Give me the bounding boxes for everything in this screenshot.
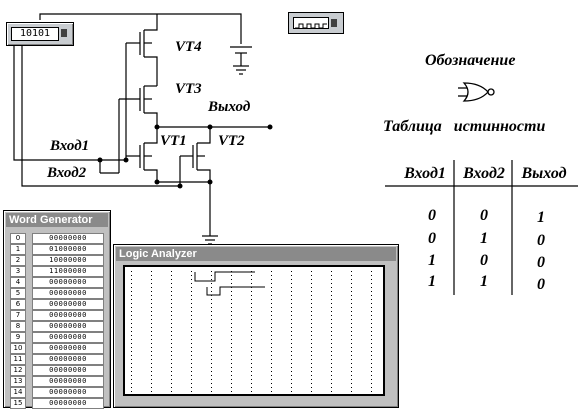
word-generator-row-value[interactable]: 00000000	[32, 376, 104, 387]
word-generator-row-value[interactable]: 00000000	[32, 365, 104, 376]
truth-table-cell: 1	[480, 273, 488, 290]
word-generator-row-index: 5	[10, 288, 26, 299]
word-generator-row-value[interactable]: 00000000	[32, 310, 104, 321]
word-generator-row-value[interactable]: 00000000	[32, 354, 104, 365]
word-generator-titlebar[interactable]: Word Generator	[6, 213, 108, 227]
word-generator-row[interactable]: 12 00000000	[10, 365, 106, 376]
word-generator-row[interactable]: 11 00000000	[10, 354, 106, 365]
logic-analyzer-window[interactable]: Logic Analyzer	[113, 244, 399, 408]
word-generator-row-index: 11	[10, 354, 26, 365]
symbol-heading: Обозначение	[425, 52, 516, 69]
logic-analyzer-device[interactable]	[288, 12, 344, 34]
word-generator-row-value[interactable]: 00000000	[32, 288, 104, 299]
wire-supply-top	[39, 13, 242, 44]
word-generator-row-value[interactable]: 01000000	[32, 244, 104, 255]
label-vt4: VT4	[175, 39, 202, 55]
word-generator-row-index: 14	[10, 387, 26, 398]
word-generator-row-index: 10	[10, 343, 26, 354]
word-generator-row-value[interactable]: 00000000	[32, 387, 104, 398]
word-generator-row[interactable]: 14 00000000	[10, 387, 106, 398]
trace-signal-2	[206, 286, 265, 296]
label-vt1: VT1	[160, 133, 187, 149]
truth-table-cell: 1	[537, 209, 545, 226]
label-input1: Вход1	[50, 138, 90, 154]
word-generator-row-value[interactable]: 00000000	[32, 233, 104, 244]
word-generator-row-value[interactable]: 00000000	[32, 321, 104, 332]
truth-table-cell: 0	[480, 207, 488, 224]
word-generator-row-index: 9	[10, 332, 26, 343]
truth-table-cell: 0	[537, 276, 545, 293]
word-generator-row[interactable]: 13 00000000	[10, 376, 106, 387]
word-generator-row[interactable]: 5 00000000	[10, 288, 106, 299]
word-generator-row-index: 12	[10, 365, 26, 376]
truth-table-header-output: Выход	[521, 165, 567, 182]
logic-analyzer-screen	[123, 265, 385, 396]
word-generator-row[interactable]: 8 00000000	[10, 321, 106, 332]
truth-table-cell: 0	[537, 232, 545, 249]
truth-table-cell: 1	[428, 252, 436, 269]
truth-table-cell: 0	[480, 252, 488, 269]
truth-table-cell: 1	[428, 273, 436, 290]
label-output: Выход	[208, 99, 251, 115]
analyzer-grid-dots	[131, 271, 372, 392]
word-generator-row[interactable]: 1 01000000	[10, 244, 106, 255]
word-generator-row[interactable]: 6 00000000	[10, 299, 106, 310]
analyzer-traces	[194, 271, 265, 296]
word-generator-row[interactable]: 9 00000000	[10, 332, 106, 343]
word-generator-row-index: 13	[10, 376, 26, 387]
device-knob	[61, 29, 67, 37]
word-generator-row-index: 15	[10, 398, 26, 409]
word-generator-row[interactable]: 15 00000000	[10, 398, 106, 409]
word-generator-display: 10101	[11, 27, 59, 41]
word-generator-row-index: 7	[10, 310, 26, 321]
word-generator-row-index: 6	[10, 299, 26, 310]
word-generator-row[interactable]: 7 00000000	[10, 310, 106, 321]
analyzer-grid	[131, 271, 372, 392]
wire-input2	[21, 40, 180, 187]
word-generator-row-index: 1	[10, 244, 26, 255]
word-generator-row-value[interactable]: 00000000	[32, 299, 104, 310]
truth-table-cell: 0	[537, 254, 545, 271]
word-generator-row[interactable]: 10 00000000	[10, 343, 106, 354]
word-generator-row-value[interactable]: 00000000	[32, 343, 104, 354]
word-generator-row-index: 8	[10, 321, 26, 332]
word-generator-row-index: 2	[10, 255, 26, 266]
logic-analyzer-mini-screen	[293, 17, 329, 29]
word-generator-row[interactable]: 4 00000000	[10, 277, 106, 288]
label-input2: Вход2	[47, 165, 87, 181]
word-generator-row-index: 0	[10, 233, 26, 244]
truth-table-header-input1: Вход1	[404, 165, 446, 182]
word-generator-row[interactable]: 2 10000000	[10, 255, 106, 266]
nor-gate-icon	[458, 82, 495, 102]
word-generator-row-value[interactable]: 10000000	[32, 255, 104, 266]
word-generator-row-value[interactable]: 00000000	[32, 398, 104, 409]
trace-signal-1	[194, 271, 255, 282]
logic-analyzer-titlebar[interactable]: Logic Analyzer	[116, 247, 396, 261]
truth-table-cell: 0	[428, 230, 436, 247]
word-generator-row[interactable]: 3 11000000	[10, 266, 106, 277]
word-generator-row-value[interactable]: 00000000	[32, 332, 104, 343]
waveform-icon	[295, 23, 327, 29]
truth-table-header-input2: Вход2	[463, 165, 505, 182]
truth-table-title: Таблица истинности	[383, 118, 546, 135]
truth-table-cell: 0	[428, 207, 436, 224]
word-generator-row-index: 4	[10, 277, 26, 288]
label-vt3: VT3	[175, 81, 202, 97]
truth-table-cell: 1	[480, 230, 488, 247]
wire-input1	[13, 40, 126, 161]
word-generator-row-value[interactable]: 11000000	[32, 266, 104, 277]
truth-table-grid	[385, 160, 578, 295]
word-generator-row-index: 3	[10, 266, 26, 277]
word-generator-row-value[interactable]: 00000000	[32, 277, 104, 288]
word-generator-device[interactable]: 10101	[6, 22, 74, 46]
label-vt2: VT2	[218, 133, 245, 149]
